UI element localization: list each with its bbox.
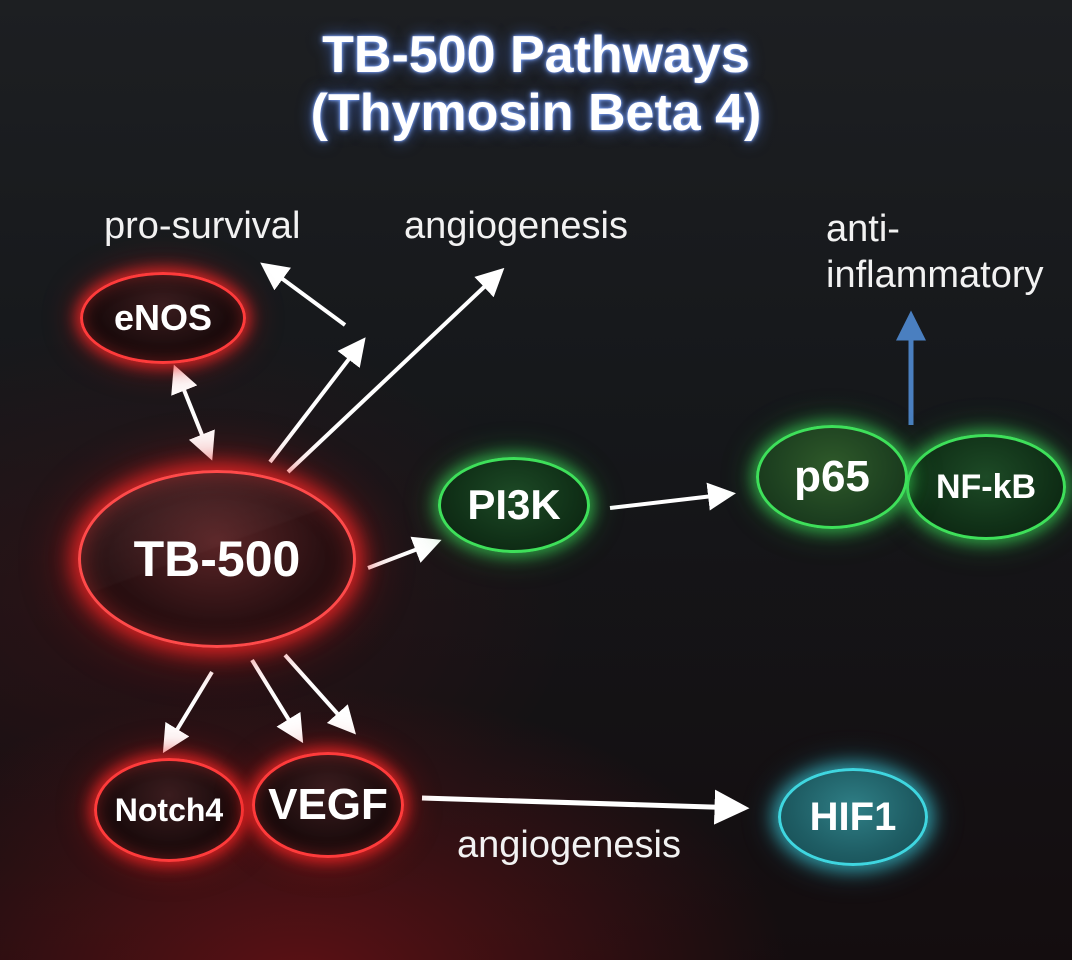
node-nfkb: NF-kB: [906, 434, 1066, 540]
node-enos-label: eNOS: [113, 297, 213, 338]
node-pi3k: PI3K: [438, 457, 590, 553]
label-pro-survival: pro-survival: [104, 205, 301, 247]
node-notch4-label: Notch4: [114, 791, 224, 828]
arrow-tb500-pi3k: [367, 536, 442, 570]
node-vegf-label: VEGF: [268, 780, 388, 829]
node-p65: p65: [756, 425, 908, 529]
node-vegf: VEGF: [252, 752, 404, 858]
arrow-tb500-up: [268, 337, 366, 464]
label-angiogenesis-top: angiogenesis: [404, 205, 628, 247]
title-line-2: (Thymosin Beta 4): [310, 84, 762, 142]
node-tb500-label: TB-500: [133, 531, 301, 587]
node-pi3k-label: PI3K: [467, 481, 561, 528]
diagram-title: TB-500 Pathways (Thymosin Beta 4): [0, 26, 1072, 142]
arrow-pi3k-p65: [609, 482, 736, 511]
node-hif1-label: HIF1: [809, 794, 897, 839]
arrow-enos-tb500: [171, 364, 215, 461]
arrow-to-angiogenesis-top: [286, 267, 505, 474]
node-enos: eNOS: [80, 272, 246, 364]
label-anti-inflammatory-line2: inflammatory: [826, 254, 1044, 296]
label-angiogenesis-bottom: angiogenesis: [457, 824, 681, 866]
node-hif1: HIF1: [778, 768, 928, 866]
node-nfkb-label: NF-kB: [935, 467, 1037, 506]
title-line-1: TB-500 Pathways: [322, 26, 750, 84]
node-notch4: Notch4: [94, 758, 244, 862]
label-anti-inflammatory-line1: anti-: [826, 208, 900, 250]
arrow-tb500-notch4: [162, 670, 214, 754]
arrow-tb500-vegf-1: [250, 658, 304, 744]
arrow-vegf-hif1: [421, 789, 750, 825]
arrow-to-pro-survival: [260, 262, 347, 327]
node-tb500: TB-500: [78, 470, 356, 648]
node-p65-label: p65: [794, 452, 870, 501]
arrow-tb500-vegf-2: [283, 653, 356, 735]
